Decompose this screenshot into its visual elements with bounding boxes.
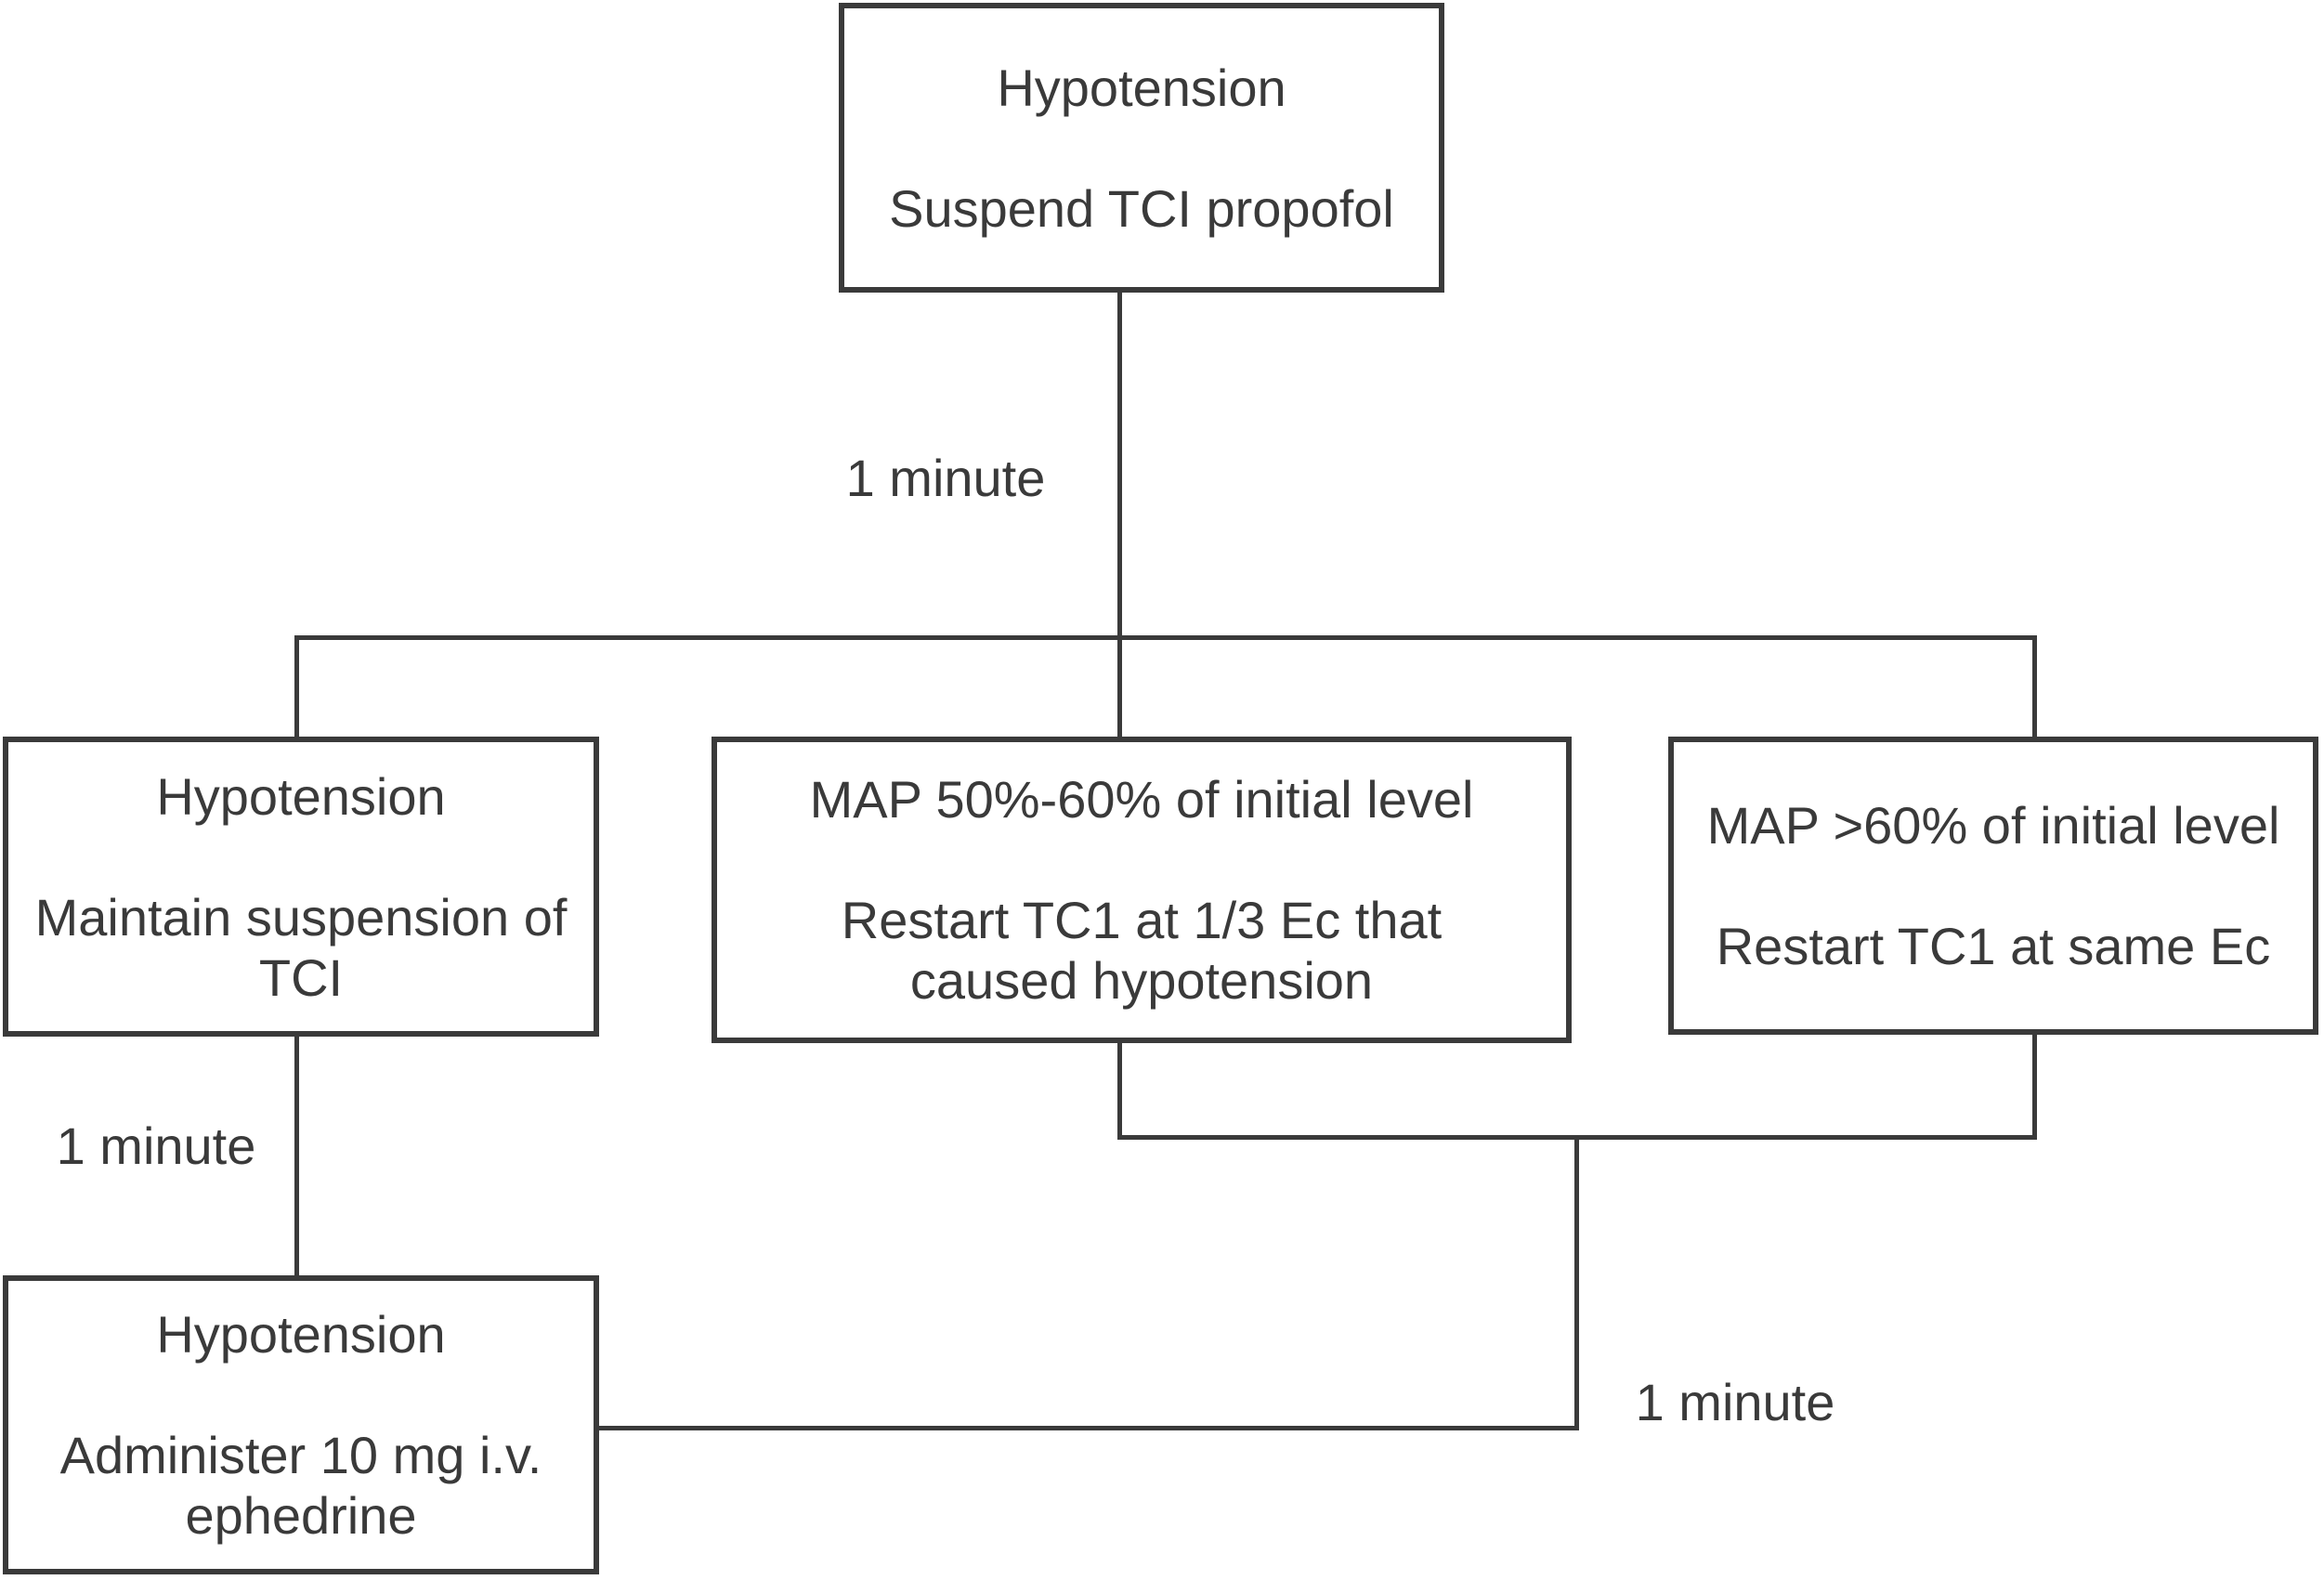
node-hypotension-suspend-tci: Hypotension Suspend TCI propofol [839, 3, 1444, 293]
edge-label-top-delay: 1 minute [845, 449, 1046, 507]
node-action: Maintain suspension of TCI [34, 887, 568, 1007]
connector-branch-left-drop [294, 635, 299, 738]
connector-top-vertical [1117, 291, 1122, 738]
connector-branch-right-drop [2032, 635, 2037, 738]
node-title: Hypotension [156, 1305, 446, 1364]
node-title: Hypotension [156, 766, 446, 826]
edge-label-loop-delay: 1 minute [1635, 1373, 1835, 1431]
node-action: Administer 10 mg i.v. ephedrine [59, 1426, 542, 1545]
node-action: Restart TC1 at same Ec [1716, 917, 2271, 975]
node-hypotension-maintain-suspension: Hypotension Maintain suspension of TCI [3, 737, 599, 1037]
node-title: MAP 50%-60% of initial level [809, 770, 1474, 829]
connector-left-box-vertical [294, 1033, 299, 1279]
node-title: Hypotension [997, 58, 1286, 117]
node-action: Suspend TCI propofol [889, 178, 1394, 238]
node-action: Restart TC1 at 1/3 Ec that caused hypote… [841, 891, 1443, 1010]
connector-middle-box-drop [1117, 1039, 1122, 1140]
node-map-over-60-restart-same-ec: MAP >60% of initial level Restart TC1 at… [1668, 737, 2318, 1035]
node-map-50-60-restart-third-ec: MAP 50%-60% of initial level Restart TC1… [712, 737, 1572, 1043]
connector-loop-vertical [1574, 1135, 1579, 1430]
connector-branch-horizontal [294, 635, 2037, 640]
node-hypotension-administer-ephedrine: Hypotension Administer 10 mg i.v. ephedr… [3, 1275, 599, 1574]
connector-loop-to-ephedrine [595, 1426, 1579, 1430]
edge-label-left-delay: 1 minute [56, 1116, 256, 1175]
node-title: MAP >60% of initial level [1706, 796, 2280, 855]
connector-right-box-drop [2032, 1031, 2037, 1140]
